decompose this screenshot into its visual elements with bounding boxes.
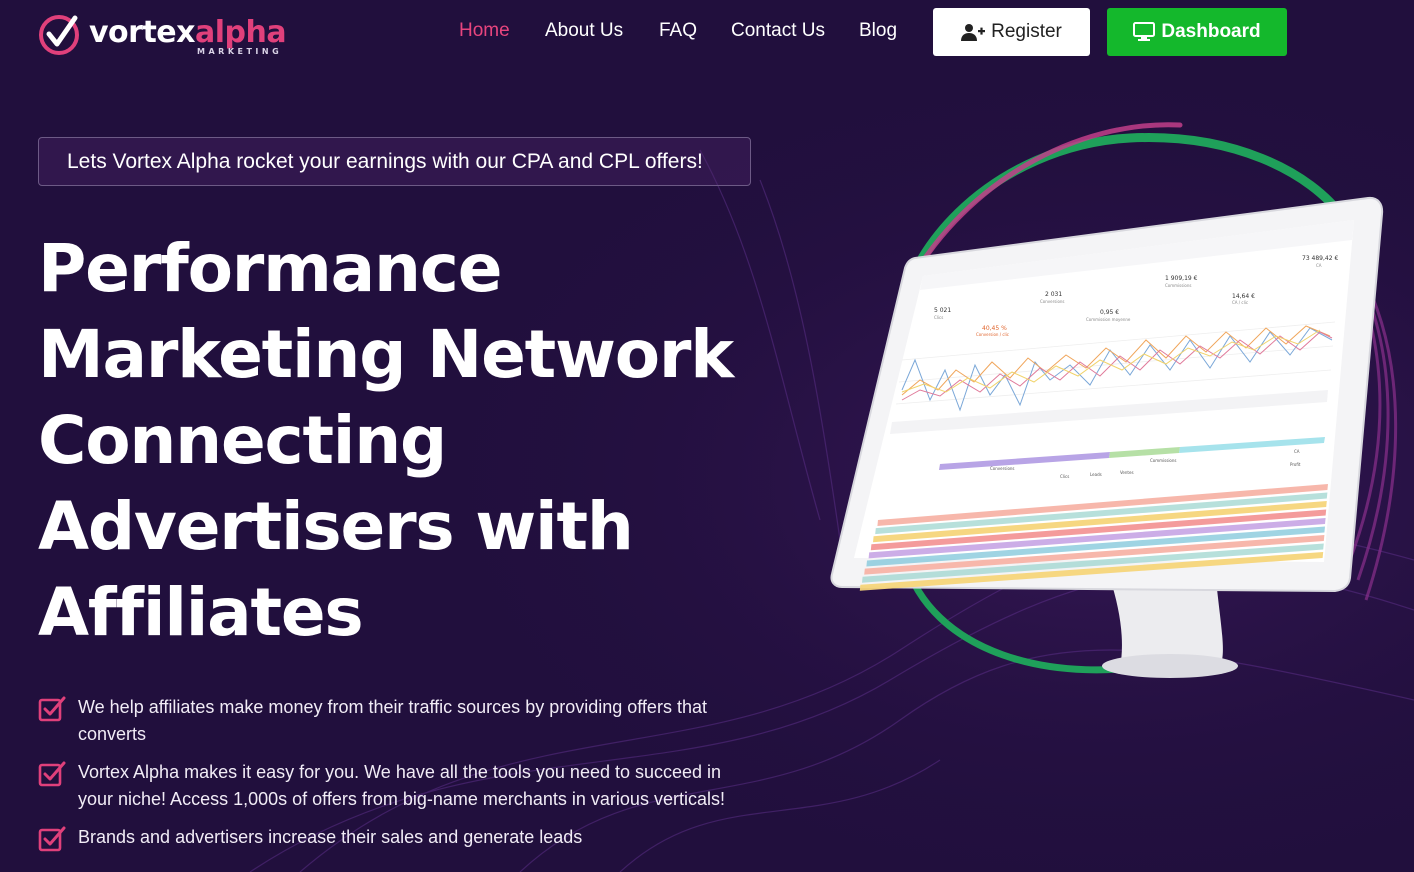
user-plus-icon bbox=[961, 24, 986, 41]
stat-value: 1 909,19 € bbox=[1165, 275, 1198, 282]
stat-label: Commission moyenne bbox=[1086, 317, 1131, 322]
stat-value: 73 489,42 € bbox=[1302, 255, 1338, 262]
table-header-cell: Commissions bbox=[1150, 458, 1177, 463]
hero-tagline-box: Lets Vortex Alpha rocket your earnings w… bbox=[38, 137, 751, 186]
feature-text: We help affiliates make money from their… bbox=[78, 697, 707, 744]
hero-tagline-text: Lets Vortex Alpha rocket your earnings w… bbox=[67, 149, 703, 173]
hero-title-line: Connecting bbox=[38, 402, 447, 479]
hero-title-line: Advertisers with bbox=[38, 488, 634, 565]
checkbox-checked-icon bbox=[38, 826, 66, 852]
nav-about-us[interactable]: About Us bbox=[545, 20, 624, 41]
stat-label: Conversion / clic bbox=[976, 332, 1009, 337]
table-header-cell: Leads bbox=[1090, 472, 1102, 477]
feature-text: Brands and advertisers increase their sa… bbox=[78, 827, 583, 847]
table-row bbox=[873, 501, 1327, 543]
stat-value: 0,95 € bbox=[1100, 309, 1119, 316]
stat-label: Commissions bbox=[1165, 283, 1192, 288]
dashboard-table-rows bbox=[859, 484, 1328, 591]
table-header-cell: Clics bbox=[1060, 474, 1069, 479]
table-row bbox=[868, 518, 1326, 559]
table-row bbox=[866, 526, 1325, 567]
brand-name-part1: vortex bbox=[89, 15, 196, 50]
register-button[interactable]: Register bbox=[933, 8, 1090, 56]
table-row bbox=[877, 484, 1328, 526]
stat-value: 2 031 bbox=[1045, 291, 1062, 298]
dashboard-button-label: Dashboard bbox=[1161, 21, 1261, 42]
stat-label: CA bbox=[1316, 263, 1322, 268]
checkmark-circle-logo-icon bbox=[39, 15, 79, 55]
hero-title-line: Affiliates bbox=[38, 574, 364, 651]
brand-name-part2: alpha bbox=[195, 15, 287, 50]
stat-label: Clics bbox=[934, 315, 943, 320]
register-button-label: Register bbox=[991, 21, 1062, 42]
table-row bbox=[875, 492, 1328, 535]
table-header-cell: Profit bbox=[1290, 462, 1301, 467]
brand-logo[interactable]: vortexalpha MARKETING bbox=[37, 10, 297, 60]
stat-value: 40,45 % bbox=[982, 325, 1007, 332]
brand-subtitle: MARKETING bbox=[197, 47, 283, 56]
stat-label: Conversions bbox=[1040, 299, 1065, 304]
stat-value: 5 021 bbox=[934, 307, 951, 314]
dashboard-table-header: Conversions Clics Leads Ventes Commissio… bbox=[990, 449, 1301, 479]
hero-title: Performance Marketing Network Connecting… bbox=[38, 226, 798, 656]
checkbox-checked-icon bbox=[38, 761, 66, 787]
nav-blog[interactable]: Blog bbox=[859, 20, 898, 41]
desktop-monitor-illustration: 5 021 Clics 40,45 % Conversion / clic 2 … bbox=[830, 196, 1384, 678]
stat-value: 14,64 € bbox=[1232, 293, 1255, 300]
brand-name: vortexalpha bbox=[89, 15, 287, 50]
dashboard-button[interactable]: Dashboard bbox=[1107, 8, 1287, 56]
checkbox-checked-icon bbox=[38, 696, 66, 722]
nav-home[interactable]: Home bbox=[459, 20, 510, 41]
table-header-cell: Ventes bbox=[1120, 470, 1134, 475]
nav-contact-us[interactable]: Contact Us bbox=[731, 20, 825, 41]
monitor-icon bbox=[1133, 22, 1156, 41]
table-row bbox=[859, 552, 1324, 591]
nav-faq[interactable]: FAQ bbox=[659, 20, 698, 41]
feature-text: Vortex Alpha makes it easy for you. We h… bbox=[78, 762, 725, 809]
table-row bbox=[870, 509, 1327, 551]
hero-title-line: Marketing Network bbox=[38, 316, 734, 393]
table-header-cell: CA bbox=[1294, 449, 1300, 454]
dashboard-stats: 5 021 Clics 40,45 % Conversion / clic 2 … bbox=[934, 255, 1338, 337]
stat-label: CA / clic bbox=[1232, 300, 1248, 305]
dashboard-line-chart bbox=[901, 325, 1333, 412]
table-row bbox=[862, 543, 1324, 583]
table-row bbox=[864, 535, 1325, 575]
table-header-cell: Conversions bbox=[990, 466, 1015, 471]
hero-title-line: Performance bbox=[38, 230, 502, 307]
